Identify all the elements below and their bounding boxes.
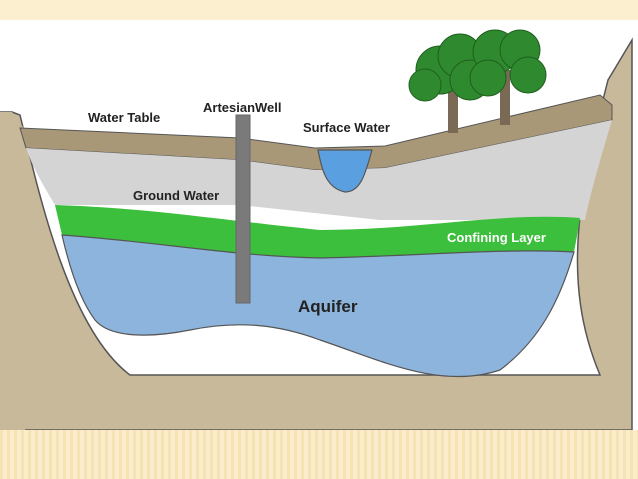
top-band (0, 0, 638, 20)
tree-icon (469, 29, 547, 125)
label-aquifer: Aquifer (298, 297, 358, 316)
well-pipe-icon (235, 114, 251, 304)
label-water-table: Water Table (88, 110, 160, 125)
groundwater-diagram: Water Table ArtesianWell Surface Water G… (0, 20, 638, 430)
confining-layer (55, 205, 580, 258)
label-surface-water: Surface Water (303, 120, 390, 135)
label-ground-water: Ground Water (133, 188, 219, 203)
aquifer-layer (61, 234, 575, 378)
surface-water-pond (317, 149, 373, 193)
tree-icon (408, 33, 491, 133)
bottom-band (0, 430, 638, 479)
label-artesian-well: ArtesianWell (203, 100, 282, 115)
label-confining-layer: Confining Layer (447, 230, 546, 245)
ground-water-zone (26, 120, 612, 220)
